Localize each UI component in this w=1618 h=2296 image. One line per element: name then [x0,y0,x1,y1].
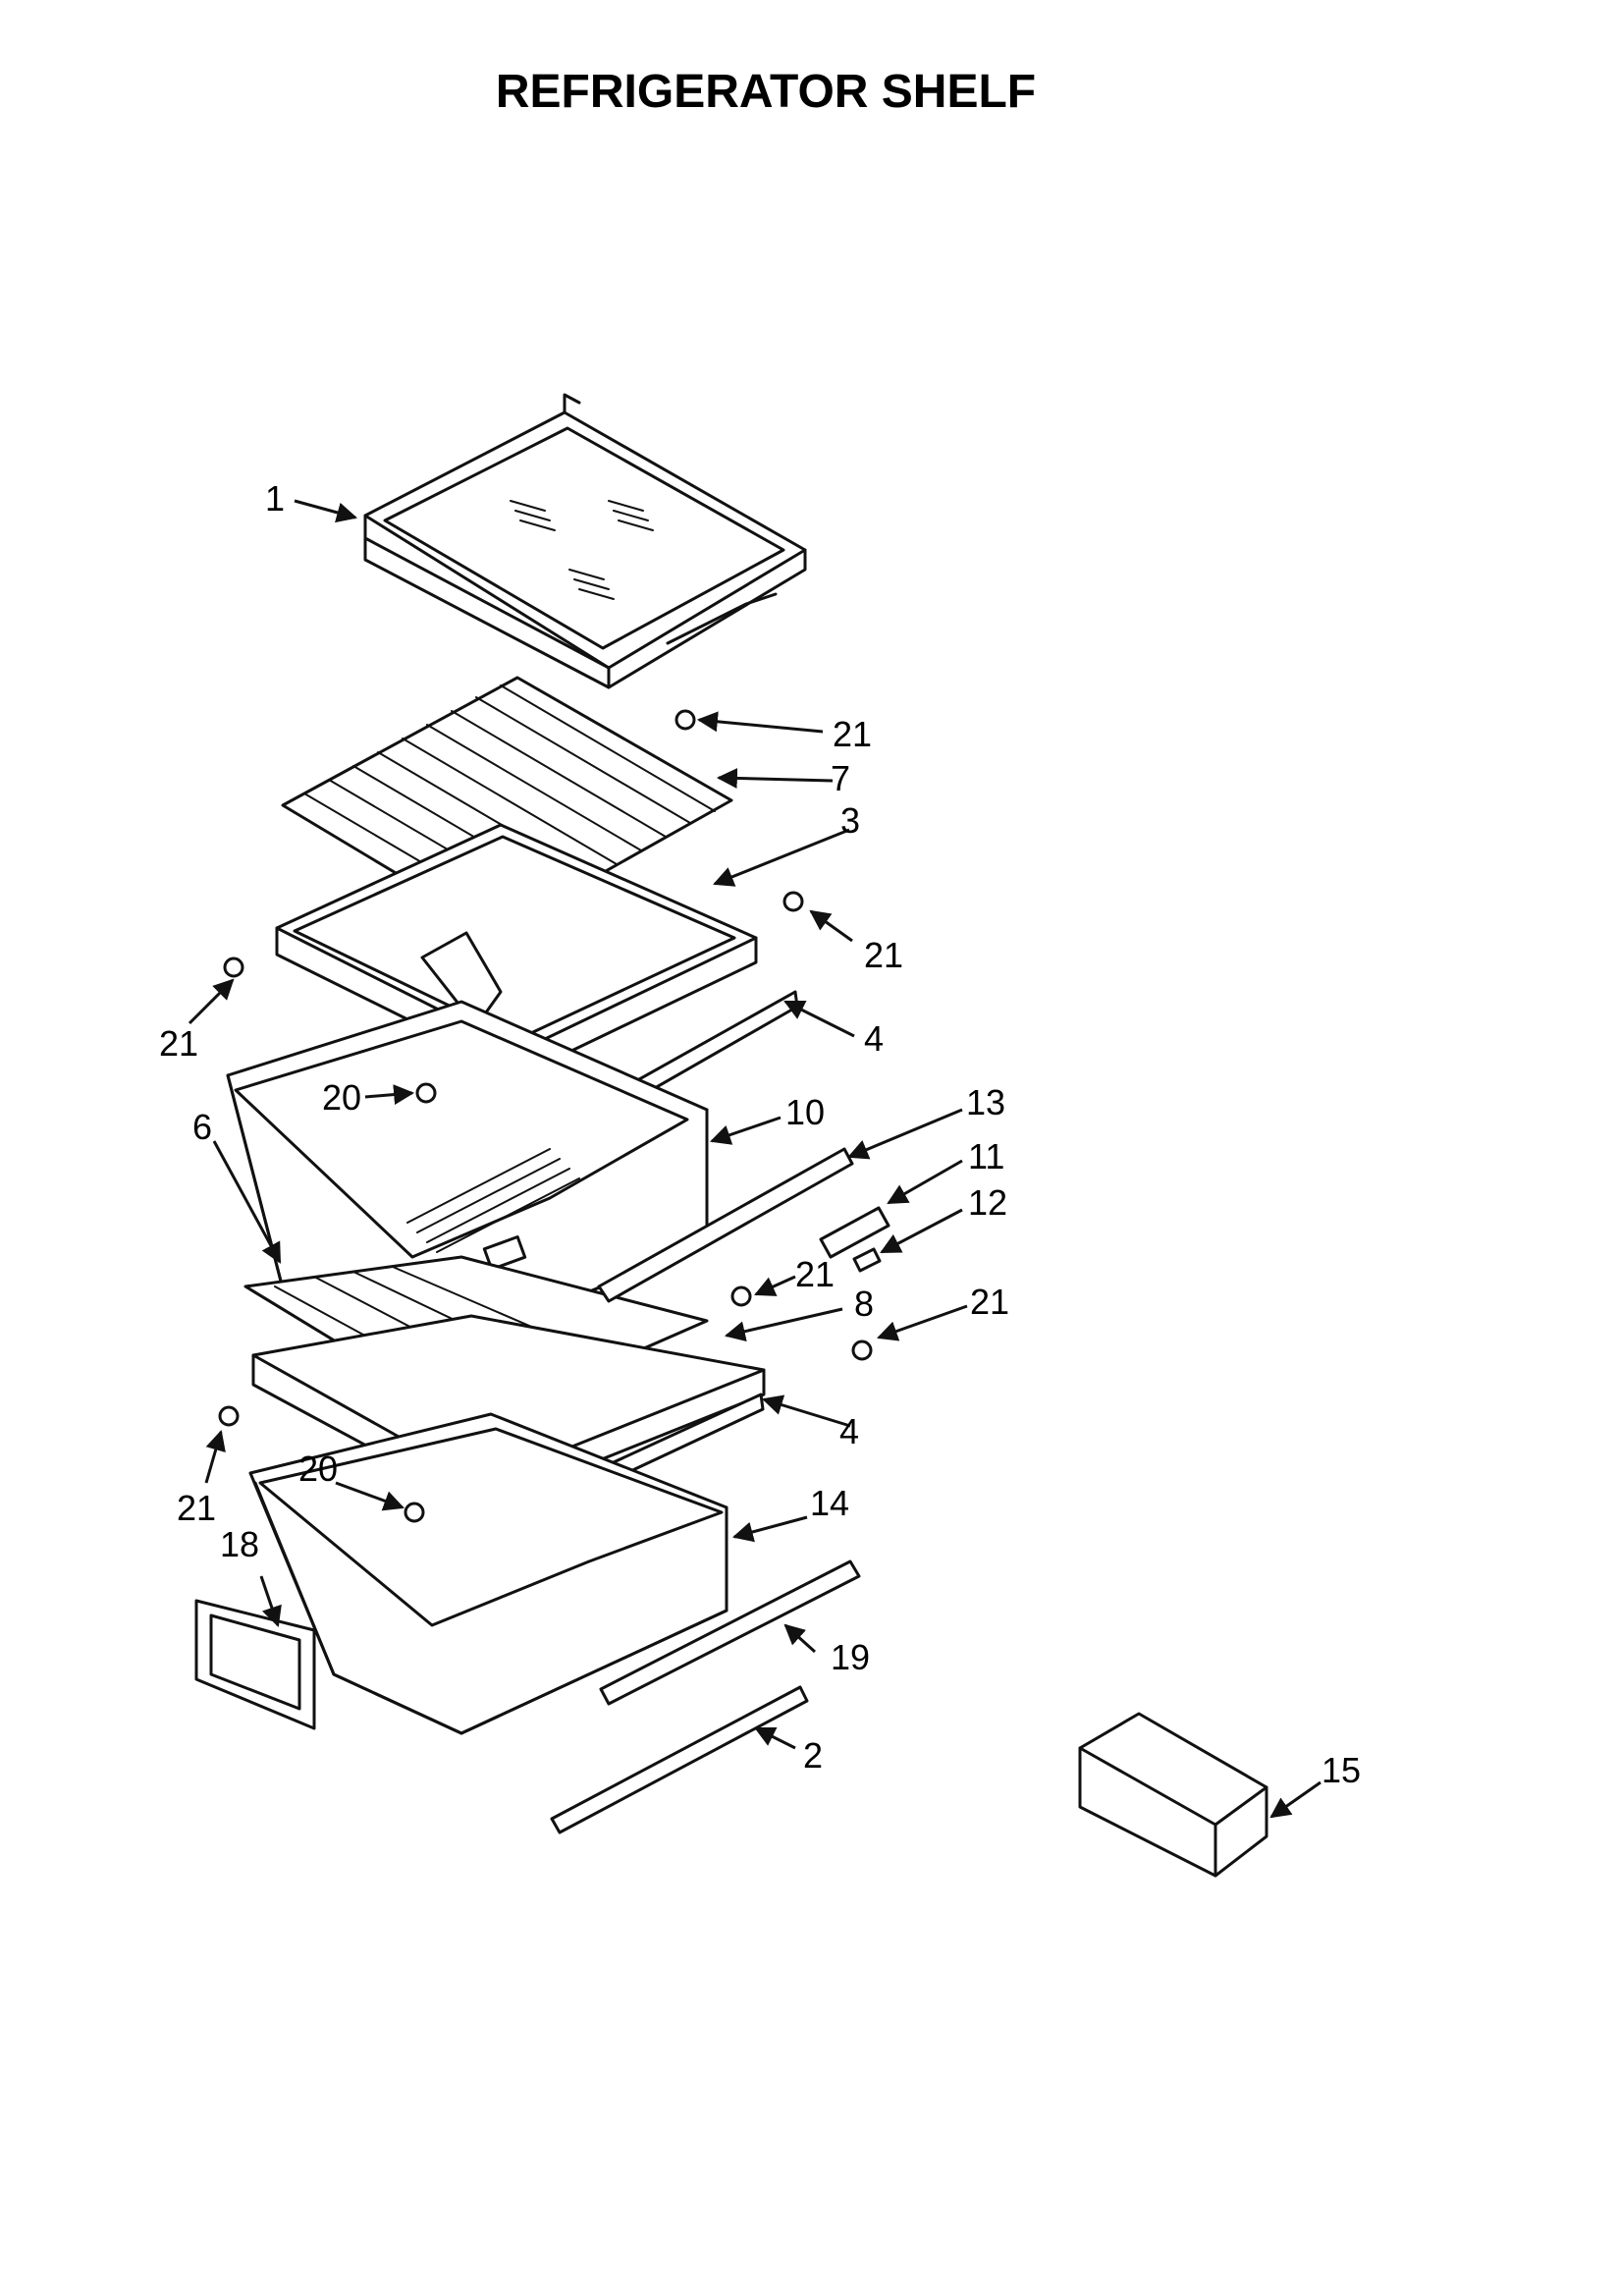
screw-parts [218,709,873,1523]
callout-12: 12 [968,1182,1007,1223]
callout-10: 10 [785,1092,825,1132]
callout-21: 21 [864,935,903,975]
callout-labels: 1 21 7 3 21 21 4 20 10 13 6 11 12 21 8 2… [159,478,1361,1790]
callout-4: 4 [839,1411,859,1451]
part-7-grid-insert [281,676,733,935]
callout-20: 20 [298,1449,338,1489]
part-19-trim-rail [599,1559,861,1706]
callout-21: 21 [795,1254,835,1294]
callout-4: 4 [864,1018,884,1059]
part-1-glass-shelf [363,393,807,689]
part-10-upper-crisper-drawer [226,1000,709,1347]
callout-7: 7 [831,758,850,798]
callout-19: 19 [831,1637,870,1677]
callout-1: 1 [265,478,285,519]
leader-lines [188,499,1321,1819]
part-15-bin [1078,1712,1268,1878]
callout-6: 6 [192,1107,212,1147]
callout-11: 11 [968,1136,1004,1176]
page-title: REFRIGERATOR SHELF [495,66,1037,118]
part-12-clip [852,1247,882,1273]
callout-8: 8 [854,1284,874,1324]
callout-21: 21 [177,1488,216,1528]
part-2-trim-rail [550,1685,809,1834]
callout-3: 3 [840,800,860,841]
callout-14: 14 [810,1483,849,1523]
part-11-bracket [819,1206,890,1259]
part-18-insert [194,1599,316,1730]
callout-15: 15 [1321,1750,1361,1790]
callout-2: 2 [803,1735,823,1776]
callout-21: 21 [159,1023,198,1064]
callout-18: 18 [220,1524,259,1564]
part-13-trim-strip [597,1147,854,1303]
callout-20: 20 [322,1077,361,1118]
callout-13: 13 [966,1082,1005,1122]
callout-21: 21 [833,714,872,754]
callout-21: 21 [970,1282,1009,1322]
